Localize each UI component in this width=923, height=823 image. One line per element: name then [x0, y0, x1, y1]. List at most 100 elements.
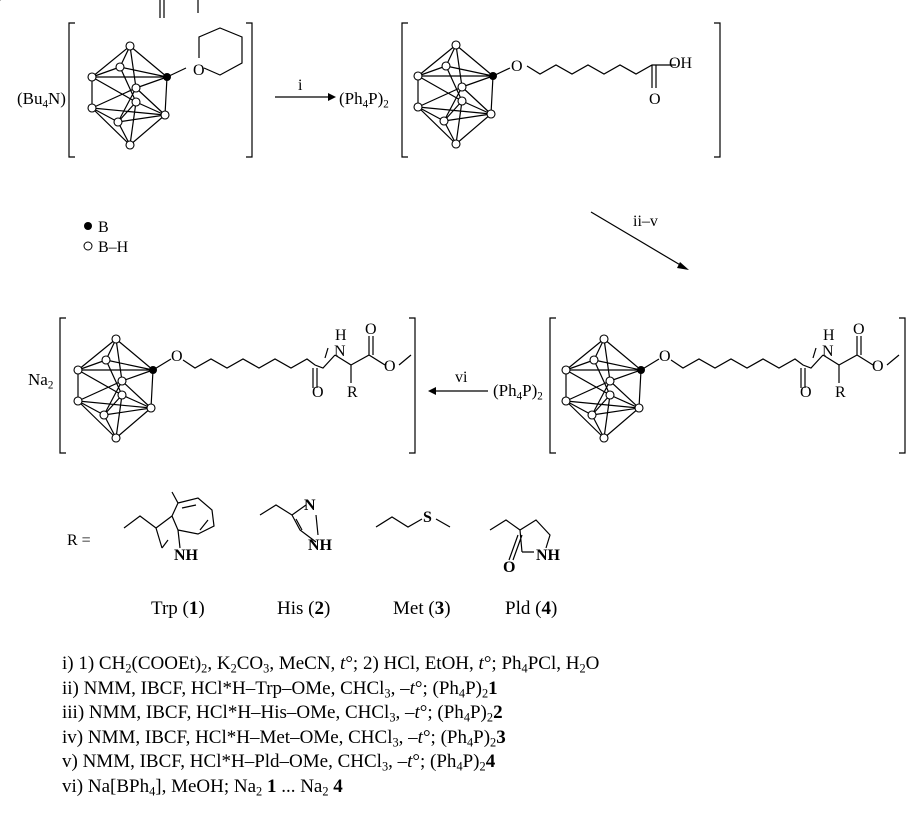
- text-segment: 4: [42, 98, 49, 111]
- atom-nh: NH: [308, 537, 333, 554]
- ester-chain: [640, 335, 900, 389]
- text-segment: 2: [486, 710, 494, 725]
- atom-nh: NH: [536, 547, 561, 564]
- text-segment: 2: [201, 661, 208, 676]
- text-segment: 3: [496, 726, 506, 748]
- brackets-na: [59, 317, 416, 454]
- atom-o-methoxy: O: [384, 358, 396, 375]
- cluster-na: [73, 334, 158, 443]
- text-segment: 4: [362, 98, 369, 111]
- arrowhead-vi: [428, 387, 436, 395]
- text-segment: iii) NMM, IBCF, HCl*H–His–OMe, CHCl: [62, 702, 390, 723]
- arrowhead-ii-v: [677, 262, 689, 270]
- text-segment: 2: [493, 702, 503, 723]
- condition-line: i) 1) CH2(COOEt)2, K2CO3, MeCN, t°; 2) H…: [62, 652, 599, 677]
- brackets-ph: [549, 317, 906, 454]
- text-segment: 3: [434, 598, 445, 619]
- atom-h: H: [823, 327, 835, 344]
- text-segment: ], MeOH; Na: [155, 775, 257, 797]
- text-segment: 2: [125, 661, 132, 676]
- text-segment: 2: [479, 759, 486, 774]
- text-segment: i) 1) CH: [62, 653, 126, 674]
- r-group-name-met: Met (3): [393, 598, 451, 620]
- text-segment: His (: [277, 598, 315, 619]
- atom-r: R: [347, 384, 358, 401]
- text-segment: 3: [392, 735, 399, 750]
- text-segment: 3: [389, 710, 396, 725]
- text-segment: 2: [481, 686, 489, 701]
- text-segment: 4: [456, 759, 463, 774]
- atom-n: N: [334, 343, 346, 360]
- arrowhead-i: [328, 93, 336, 101]
- text-segment: v) NMM, IBCF, HCl*H–Pld–OMe, CHCl: [62, 751, 382, 772]
- text-segment: , –: [390, 677, 410, 699]
- text-segment: °; Ph: [483, 653, 522, 674]
- text-segment: 4: [485, 751, 496, 772]
- text-segment: Met (: [393, 598, 435, 619]
- text-segment: 2: [47, 379, 54, 392]
- text-segment: , MeCN,: [269, 653, 341, 674]
- filled-circle-icon: [84, 222, 92, 230]
- text-segment: 2: [322, 784, 329, 799]
- text-segment: °; (Ph: [412, 751, 457, 772]
- text-segment: Trp (: [151, 598, 189, 619]
- text-segment: Pld (: [505, 598, 542, 619]
- legend-bh: B–H: [98, 239, 129, 256]
- text-segment: P): [462, 751, 480, 772]
- text-segment: t: [417, 726, 423, 748]
- atom-o-ester: O: [853, 321, 865, 338]
- text-segment: (Ph: [493, 381, 517, 400]
- counterion-na: Na2: [28, 370, 54, 392]
- cluster-start: [87, 41, 172, 150]
- text-segment: ): [198, 598, 205, 619]
- r-label: R =: [67, 532, 91, 549]
- acid-chain: [492, 64, 676, 88]
- counterion-start: (Bu4N): [17, 89, 66, 111]
- atom-o-ester: O: [365, 321, 377, 338]
- arrow-i-label: i: [298, 77, 303, 94]
- atom-oh: OH: [669, 55, 693, 72]
- text-segment: 2: [256, 784, 263, 799]
- condition-line: ii) NMM, IBCF, HCl*H–Trp–OMe, CHCl3, –t°…: [62, 677, 599, 702]
- atom-o: O: [193, 62, 205, 79]
- r-group-his-structure: N NH: [259, 497, 333, 554]
- arrow-ii-v-label: ii–v: [633, 213, 658, 230]
- r-group-met-structure: S: [375, 509, 451, 528]
- text-segment: 2: [314, 598, 324, 619]
- text-segment: Na: [28, 370, 48, 389]
- r-group-name-pld: Pld (4): [505, 598, 557, 620]
- text-segment: 3: [384, 686, 391, 701]
- text-segment: (COOEt): [131, 653, 202, 674]
- text-segment: t: [340, 653, 346, 674]
- text-segment: 3: [381, 759, 389, 774]
- text-segment: t: [478, 653, 484, 674]
- condition-line: iv) NMM, IBCF, HCl*H–Met–OMe, CHCl3, –t°…: [62, 726, 599, 751]
- text-segment: °; (Ph: [419, 702, 464, 723]
- atom-o-carbonyl: O: [649, 91, 661, 108]
- cluster-ph: [561, 334, 646, 443]
- text-segment: ... Na: [276, 775, 323, 797]
- text-segment: t: [407, 751, 413, 772]
- atom-o-amide: O: [312, 384, 324, 401]
- open-circle-icon: [83, 241, 93, 251]
- atom-o-amide: O: [800, 384, 812, 401]
- atom-h: H: [335, 327, 347, 344]
- text-segment: 4: [541, 598, 551, 619]
- text-segment: P): [469, 702, 487, 723]
- text-segment: ii) NMM, IBCF, HCl*H–Trp–OMe, CHCl: [62, 677, 385, 699]
- arrow-vi-label: vi: [455, 369, 468, 386]
- text-segment: 2: [537, 390, 543, 403]
- text-segment: iv) NMM, IBCF, HCl*H–Met–OMe, CHCl: [62, 726, 393, 748]
- text-segment: (Bu: [17, 89, 43, 108]
- atom-o: O: [171, 348, 183, 365]
- text-segment: P): [465, 677, 482, 699]
- atom-nh: NH: [174, 547, 199, 564]
- text-segment: 4: [466, 735, 474, 750]
- atom-s: S: [423, 509, 432, 526]
- r-group-name-his: His (2): [277, 598, 330, 620]
- text-segment: 1: [266, 775, 277, 797]
- atom-o: O: [511, 58, 523, 75]
- counterion-acid: (Ph4P)2: [339, 89, 389, 111]
- text-segment: 4: [463, 710, 470, 725]
